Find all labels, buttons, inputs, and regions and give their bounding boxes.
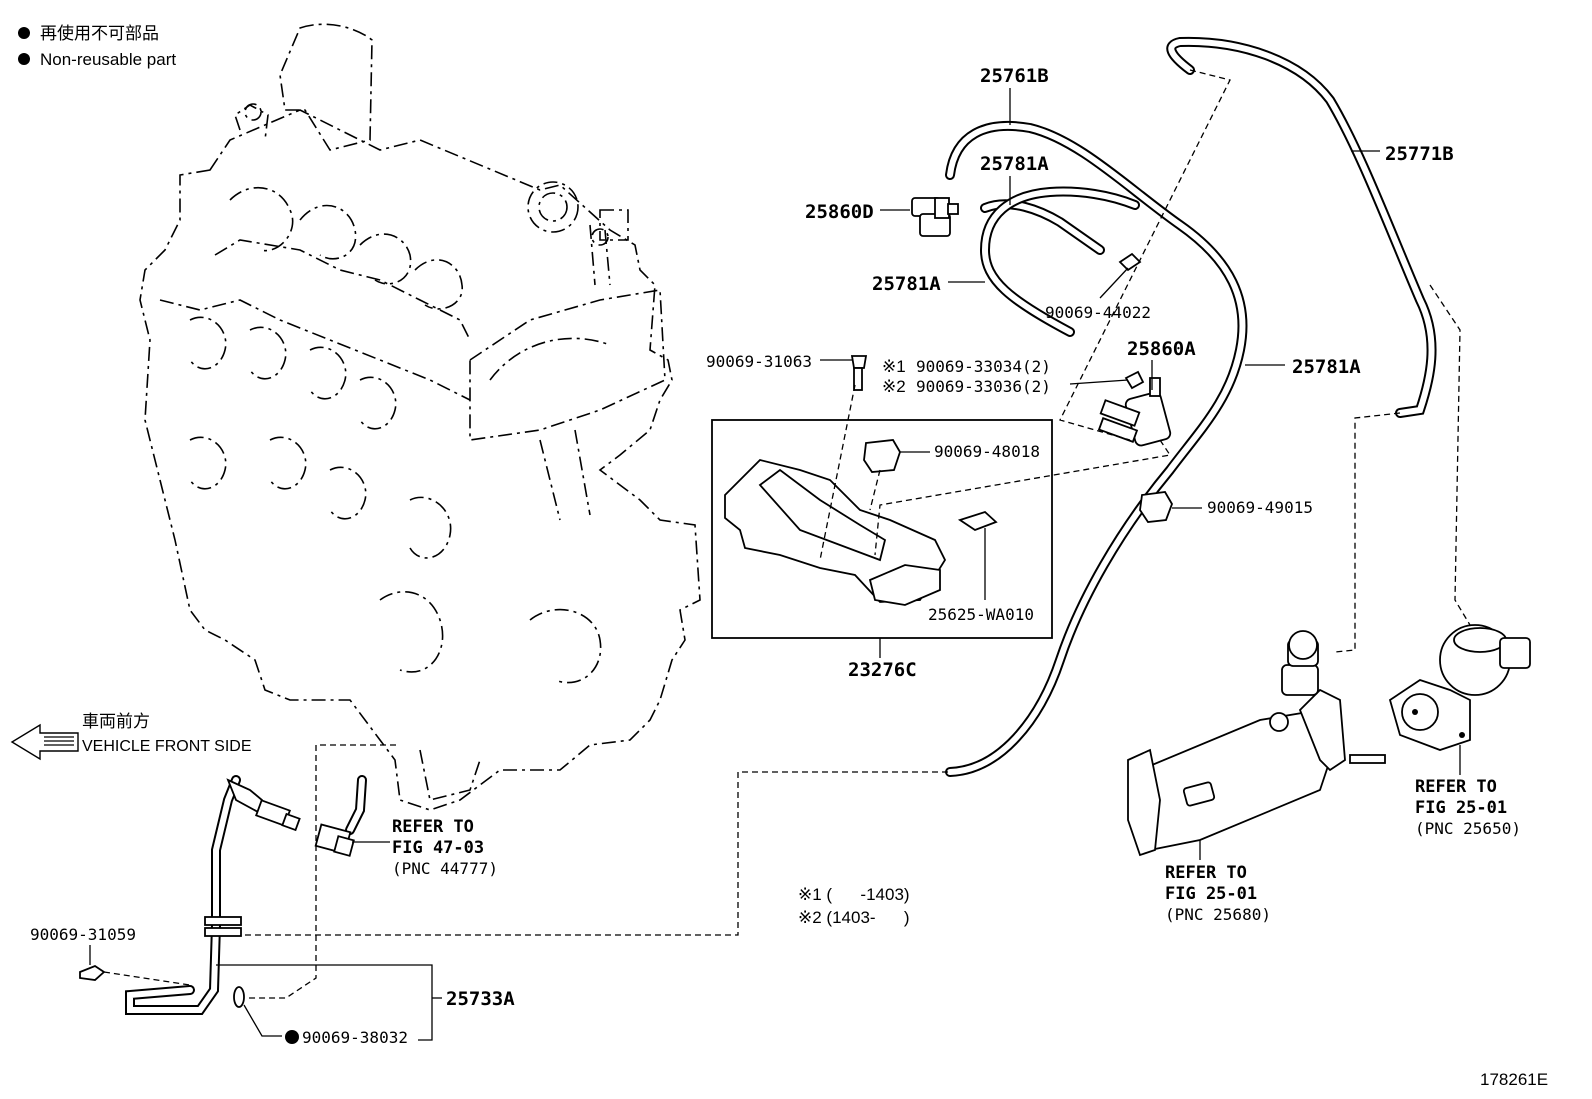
ref-1-line3: (PNC 44777) <box>392 859 498 878</box>
label-90069-44022: 90069-44022 <box>1045 303 1151 322</box>
mark-2: ※2 <box>882 377 906 396</box>
label-25781a-right: 25781A <box>1292 356 1361 378</box>
label-25771b: 25771B <box>1385 143 1454 165</box>
ref-3-line3: (PNC 25650) <box>1415 819 1521 838</box>
egr-cooler <box>1127 630 1386 857</box>
ref-1-line1: REFER TO <box>392 817 474 837</box>
ref-2-line3: (PNC 25680) <box>1165 905 1271 924</box>
label-25733a: 25733A <box>446 988 515 1010</box>
bracket-assembly-frame <box>711 419 1053 639</box>
vsv-25860a <box>1097 377 1172 447</box>
hose-25761b <box>945 120 1248 777</box>
footnote-2: ※2 (1403- ) <box>798 908 910 927</box>
egr-valve <box>1388 624 1531 751</box>
nut-90069-33034 <box>1124 370 1145 390</box>
vehicle-front-arrow-icon <box>10 723 79 761</box>
hose-25771b <box>1166 36 1437 418</box>
ref-2-line2: FIG 25-01 <box>1165 884 1257 904</box>
bullet-icon <box>18 27 30 39</box>
ref-1-line2: FIG 47-03 <box>392 838 484 858</box>
clip-25625-wa010 <box>957 510 998 532</box>
sensor-connector-47-03 <box>314 775 367 857</box>
non-reusable-bullet-icon <box>285 1030 299 1044</box>
label-25781a-top: 25781A <box>980 153 1049 175</box>
assembly-line <box>1429 284 1471 626</box>
assembly-line <box>242 771 948 936</box>
assembly-line <box>874 439 1172 556</box>
legend-en: Non-reusable part <box>40 50 176 69</box>
vsv-25860d <box>911 197 959 237</box>
direction-en: VEHICLE FRONT SIDE <box>82 738 252 755</box>
label-90069-31063: 90069-31063 <box>706 352 812 371</box>
clip-90069-48018 <box>863 439 901 473</box>
figure-id: 178261E <box>1480 1070 1548 1089</box>
hose-25781a-top <box>980 199 1105 255</box>
leader-line <box>1099 267 1129 299</box>
clip-90069-49015 <box>1139 491 1173 523</box>
mark-1: ※1 <box>882 357 906 376</box>
clip-90069-44022 <box>1118 252 1142 272</box>
footnote-1: ※1 ( -1403) <box>798 885 910 904</box>
assembly-line <box>869 469 881 511</box>
hose-25781a-left <box>979 186 1140 337</box>
leader-line <box>243 1004 282 1037</box>
assembly-line <box>246 744 396 999</box>
label-25761b: 25761B <box>980 65 1049 87</box>
bullet-icon <box>18 53 30 65</box>
bracket-23276c <box>724 459 947 606</box>
leader-line <box>1069 379 1129 385</box>
ref-3-line1: REFER TO <box>1415 777 1497 797</box>
label-23276c: 23276C <box>848 659 917 681</box>
label-90069-33034: 90069-33034(2) <box>916 357 1051 376</box>
assembly-line <box>1334 412 1401 653</box>
legend-jp: 再使用不可部品 <box>40 23 159 43</box>
label-25625-wa010: 25625-WA010 <box>928 605 1034 624</box>
leader-line <box>216 964 433 1041</box>
label-90069-49015: 90069-49015 <box>1207 498 1313 517</box>
pipe-25733a <box>125 775 301 1015</box>
ref-3-line2: FIG 25-01 <box>1415 798 1507 818</box>
ref-2-line1: REFER TO <box>1165 863 1247 883</box>
label-90069-31059: 90069-31059 <box>30 925 136 944</box>
label-90069-48018: 90069-48018 <box>934 442 1040 461</box>
gasket-o-ring <box>233 986 245 1008</box>
engine-block <box>139 23 701 811</box>
label-90069-33036: 90069-33036(2) <box>916 377 1051 396</box>
label-90069-38032: 90069-38032 <box>302 1028 408 1047</box>
label-25860d: 25860D <box>805 201 874 223</box>
assembly-line <box>1059 69 1231 441</box>
bolt-90069-31063 <box>850 355 868 391</box>
assembly-line <box>103 971 191 986</box>
direction-jp: 車両前方 <box>82 712 150 731</box>
bolt-90069-31059 <box>79 964 106 981</box>
label-25781a-left: 25781A <box>872 273 941 295</box>
label-25860a: 25860A <box>1127 338 1196 360</box>
